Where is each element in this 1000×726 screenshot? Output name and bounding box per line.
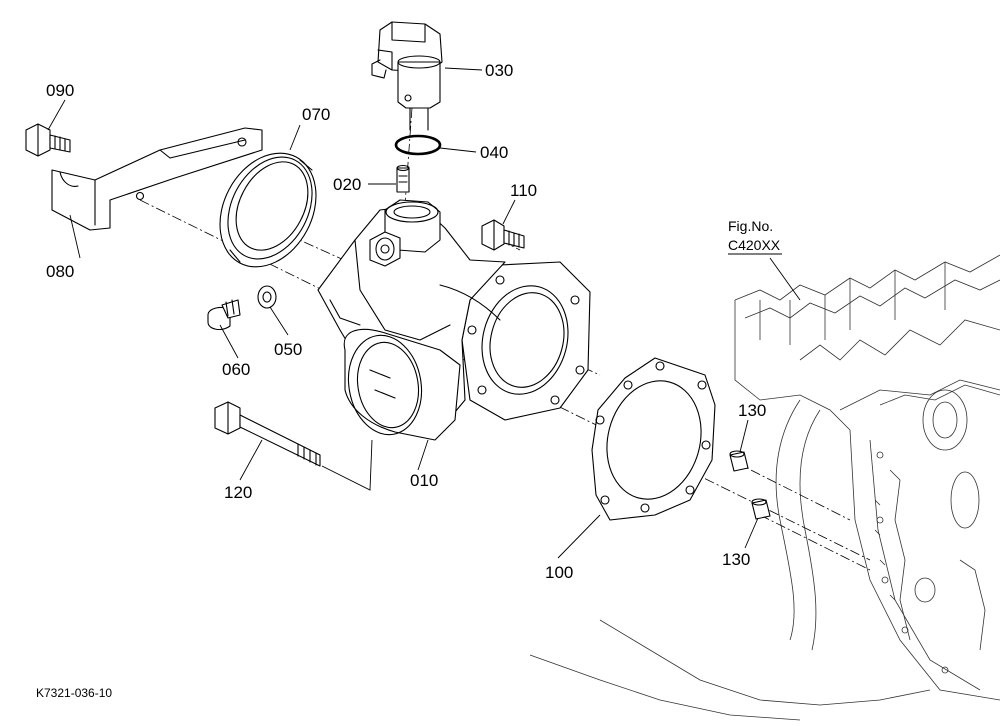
callout-labels: 030 040 020 110 070 090 080 060 050 010 …	[46, 61, 766, 582]
callout-070: 070	[302, 105, 330, 124]
part-070-seal	[219, 152, 317, 268]
callout-120: 120	[224, 483, 252, 502]
part-100-gasket	[591, 357, 716, 521]
drawing-id: K7321-036-10	[36, 686, 112, 700]
part-130-dowel-pin-lower	[751, 498, 771, 520]
part-020-pin	[396, 164, 410, 193]
part-010-housing	[317, 199, 591, 441]
callout-100: 100	[545, 563, 573, 582]
callout-090: 090	[46, 81, 74, 100]
part-090-bolt	[25, 123, 71, 157]
part-080-bracket	[51, 127, 263, 231]
part-120-bolt	[214, 401, 321, 467]
part-040-o-ring	[394, 134, 442, 156]
callout-020: 020	[333, 175, 361, 194]
part-110-bolt	[481, 219, 525, 251]
callout-060: 060	[222, 360, 250, 379]
callout-110: 110	[510, 181, 537, 200]
leader-lines	[47, 67, 801, 559]
callout-040: 040	[480, 143, 508, 162]
part-050-washer	[257, 285, 277, 309]
part-030-lever	[371, 21, 443, 131]
callout-130-upper: 130	[738, 401, 766, 420]
callout-030: 030	[485, 61, 513, 80]
figure-ref-number: C420XX	[728, 237, 781, 253]
callout-130-lower: 130	[722, 550, 750, 569]
engine-housing-drawing	[529, 254, 1000, 721]
part-130-dowel-pin-upper	[729, 450, 749, 472]
part-060-plug	[207, 299, 241, 331]
callout-010: 010	[410, 471, 438, 490]
callout-050: 050	[274, 340, 302, 359]
callout-080: 080	[46, 262, 74, 281]
figure-ref-label: Fig.No.	[728, 218, 773, 234]
figure-reference: Fig.No. C420XX	[728, 218, 782, 255]
